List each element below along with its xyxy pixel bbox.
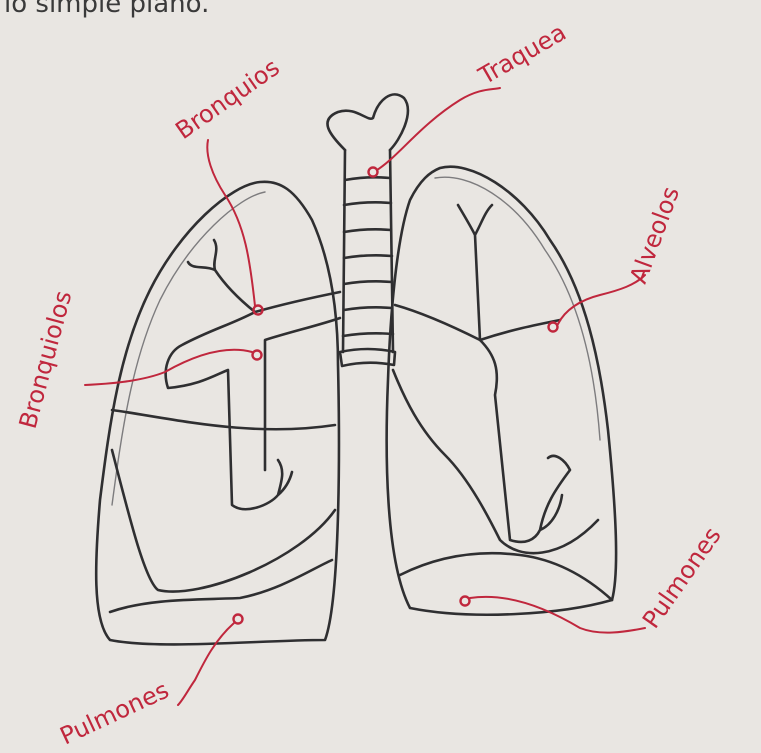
- right-lung: [387, 167, 616, 615]
- alveolos-marker: [549, 323, 558, 332]
- bronquiolos-marker: [253, 351, 262, 360]
- bronquios-label: Bronquios: [170, 53, 284, 145]
- pulmones-left-label: Pulmones: [56, 676, 173, 751]
- pulmones-right-marker: [461, 597, 470, 606]
- alveolos-label: Alveolos: [624, 183, 685, 287]
- pulmones-right-label: Pulmones: [637, 522, 727, 633]
- traquea-marker: [369, 168, 378, 177]
- trachea: [327, 94, 407, 366]
- label-pulmones-left: Pulmones: [56, 615, 243, 751]
- traquea-label: Traquea: [473, 18, 571, 91]
- left-lung: [96, 182, 340, 645]
- label-bronquios: Bronquios: [170, 53, 284, 314]
- bronquiolos-label: Bronquiolos: [14, 288, 78, 432]
- header-text: lo simple plano.: [4, 0, 209, 19]
- label-alveolos: Alveolos: [549, 183, 686, 332]
- pulmones-left-marker: [234, 615, 243, 624]
- label-traquea: Traquea: [369, 18, 571, 176]
